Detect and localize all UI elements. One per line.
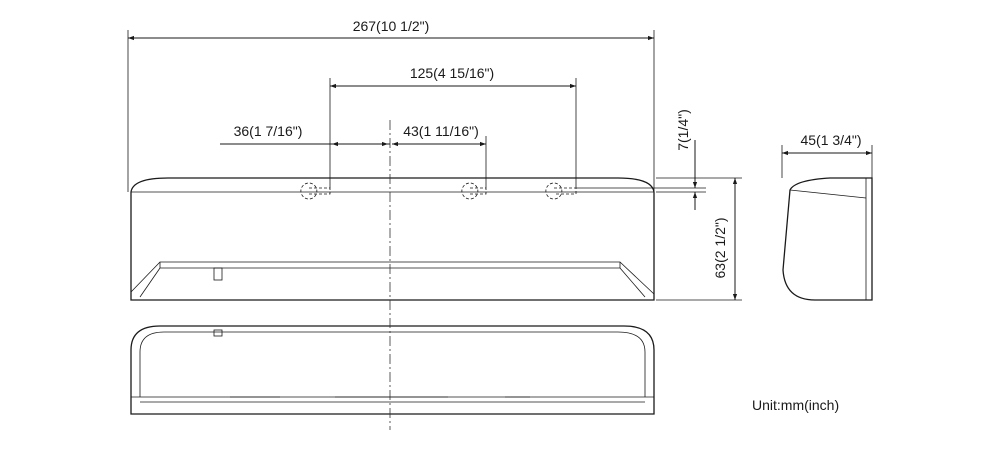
front-view xyxy=(130,177,655,301)
dim-depth-label: 45(1 3/4") xyxy=(800,132,861,148)
dim-height: 63(2 1/2") xyxy=(656,177,742,301)
dim-center-to-middle: 43(1 11/16") xyxy=(392,123,487,188)
dim-hole-offset: 7(1/4") xyxy=(576,109,706,210)
dim-hole-span-label: 125(4 15/16") xyxy=(410,65,494,81)
side-view-top-line xyxy=(789,189,867,199)
front-panel-slope-left xyxy=(139,267,161,298)
front-square-mark xyxy=(213,267,223,281)
front-lower-panel xyxy=(130,261,655,295)
dim-overall-width-label: 267(10 1/2") xyxy=(353,18,430,34)
front-view-outline xyxy=(130,177,655,301)
dim-height-label: 63(2 1/2") xyxy=(712,217,728,278)
dim-hole-offset-label: 7(1/4") xyxy=(675,109,691,151)
bottom-square-mark xyxy=(213,329,223,337)
front-panel-slope-right xyxy=(619,267,646,298)
mounting-hole-middle xyxy=(461,182,487,200)
bottom-view-inner-outline xyxy=(139,331,646,397)
dim-center-to-middle-label: 43(1 11/16") xyxy=(403,123,479,139)
dim-left-to-center: 36(1 7/16") xyxy=(220,123,390,147)
bottom-view-outline xyxy=(130,325,655,415)
unit-note: Unit:mm(inch) xyxy=(752,397,839,413)
mounting-hole-left xyxy=(300,182,331,200)
dim-left-to-center-label: 36(1 7/16") xyxy=(234,123,303,139)
side-view-outline xyxy=(782,177,873,301)
bottom-view xyxy=(130,325,655,415)
dim-hole-span: 125(4 15/16") xyxy=(329,65,577,188)
mounting-hole-right xyxy=(545,182,577,200)
dim-overall-width: 267(10 1/2") xyxy=(127,18,655,192)
side-view: 45(1 3/4") xyxy=(781,132,873,301)
